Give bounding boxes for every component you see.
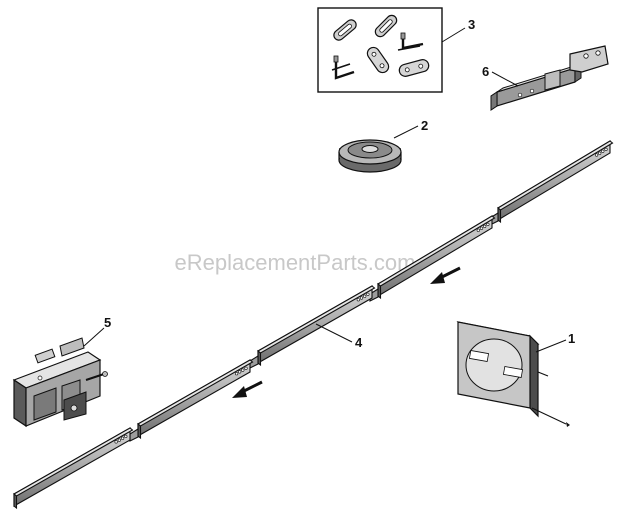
callout-2: 2 [421,118,428,133]
rail-rivet-hole [356,298,360,302]
rail-rivet-hole [359,296,364,300]
rail-rivet-hole [486,222,490,226]
rail-rivet-hole [604,147,608,151]
rail-rivet-hole [601,149,605,153]
part-3-hardware-kit [317,7,443,93]
rail-rivet-hole [124,434,128,439]
rail-section-top [137,359,254,427]
rail-rivet-hole [594,153,599,157]
rail-section-top [13,427,134,497]
master-link-icon [398,59,430,77]
rail-rivet-hole [244,366,248,370]
callout-6: 6 [482,64,489,79]
rail-rivet-hole [483,224,487,228]
rail-rivet-hole [120,436,125,440]
direction-arrow-icon [430,266,461,284]
kit-box-frame [317,7,443,93]
master-link-icon [374,14,398,38]
callout-3: 3 [468,17,475,32]
callout-5: 5 [104,315,111,330]
rail-rivet-hole [598,151,602,155]
rail-rivet-hole [117,438,121,442]
callout-1: 1 [568,331,575,346]
clip-icon [331,55,355,80]
leader-line-6 [491,71,519,87]
master-link-icon [366,46,390,74]
part-4-rail-assembly [13,140,614,510]
callout-4: 4 [355,335,363,350]
part-1-cover-plate [456,321,570,427]
rail-section-top [497,140,614,211]
leader-line-2 [393,125,419,139]
rail-rivet-hole [238,370,242,374]
watermark-text: eReplacementParts.com [175,250,416,275]
rail-rivet-hole [479,226,484,230]
part-2-pulley [338,139,402,173]
clip-icon [397,32,424,51]
leader-line-1 [535,339,567,353]
rail-rivet-hole [476,228,480,232]
rail-rivet-hole [241,368,245,372]
rail-rivet-hole [366,292,370,296]
leader-line-5 [83,327,105,347]
master-link-icon [333,19,357,41]
part-6-header-bracket [490,45,609,111]
rail-rivet-hole [235,372,239,376]
leader-line-3 [441,27,466,43]
leader-line-4 [315,323,353,343]
rail-section-end [13,492,18,510]
part-5-trolley [12,337,108,428]
rail-rivet-hole [363,294,367,298]
direction-arrow-icon [232,380,263,398]
rail-rivet-hole [114,440,118,444]
